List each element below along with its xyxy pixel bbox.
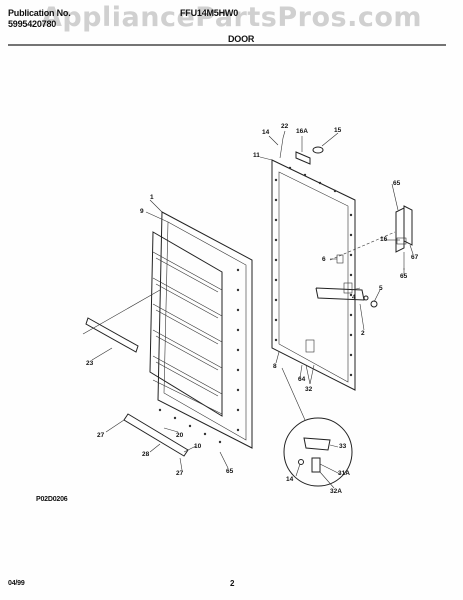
callout-2: 2 <box>361 330 365 337</box>
callout-9: 9 <box>140 208 144 215</box>
callout-5: 5 <box>379 285 383 292</box>
bottom-hinge-detail <box>281 367 353 487</box>
hinge-bracket <box>315 205 413 308</box>
callout-22: 22 <box>281 123 289 130</box>
publication-label: Publication No. <box>8 8 71 18</box>
callout-16: 16 <box>380 236 388 243</box>
page-number: 2 <box>230 579 235 588</box>
callout-31a: 31A <box>338 470 350 477</box>
callout-27-bottom: 27 <box>176 470 184 477</box>
callout-23: 23 <box>86 360 94 367</box>
callout-8: 8 <box>273 363 277 370</box>
door-panel <box>271 159 356 391</box>
callout-32a: 32A <box>330 488 342 495</box>
model-number: FFU14M5HW0 <box>180 8 239 18</box>
callout-65-right: 65 <box>400 273 408 280</box>
callout-4: 4 <box>352 294 356 301</box>
callout-27-left: 27 <box>97 432 105 439</box>
callout-10: 10 <box>194 443 202 450</box>
gasket-strips <box>82 289 189 457</box>
section-title: DOOR <box>228 34 255 44</box>
publication-number: 5995420780 <box>8 19 57 29</box>
callout-65-upper: 65 <box>393 180 401 187</box>
callout-1: 1 <box>150 194 154 201</box>
watermark: AppliancePartsPros.com <box>40 2 423 33</box>
callout-16a: 16A <box>296 128 308 135</box>
callout-65-lower: 65 <box>226 468 234 475</box>
callout-14-bottom: 14 <box>286 476 294 483</box>
callout-67: 67 <box>411 254 419 261</box>
callout-33: 33 <box>339 443 347 450</box>
door-liner <box>149 211 253 449</box>
callout-6: 6 <box>322 256 326 263</box>
leader-lines <box>91 130 414 489</box>
callout-20: 20 <box>176 432 184 439</box>
callout-28: 28 <box>142 451 150 458</box>
footer-date: 04/99 <box>8 580 25 587</box>
callout-32: 32 <box>305 386 313 393</box>
figure-code: P02D0206 <box>36 496 68 503</box>
callout-14-top: 14 <box>262 129 270 136</box>
callout-64: 64 <box>298 376 306 383</box>
top-hinge-parts <box>279 137 324 165</box>
callout-11: 11 <box>253 152 260 159</box>
callout-15: 15 <box>334 127 342 134</box>
